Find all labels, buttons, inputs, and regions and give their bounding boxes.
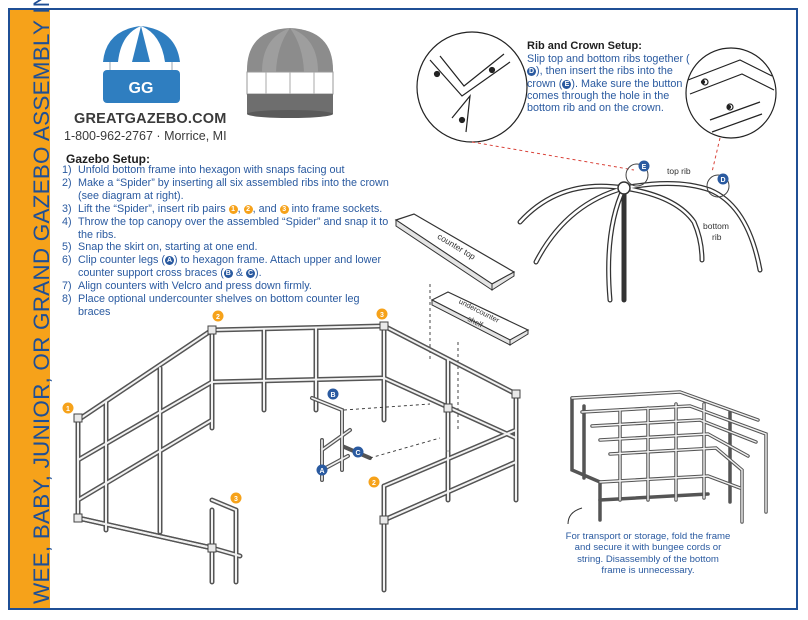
logo-text: GG	[129, 80, 154, 97]
contact-line: 1-800-962-2767 · Morrice, MI	[64, 129, 227, 143]
setup-step: 8) Place optional undercounter shelves on…	[62, 293, 392, 319]
text-run: into frame sockets.	[288, 202, 383, 215]
step-number: 4)	[62, 215, 72, 228]
gazebo-photo-icon	[246, 28, 334, 118]
callout-badge: A	[165, 256, 175, 266]
transport-note: For transport or storage, fold the frame…	[565, 531, 731, 576]
callout-a: A	[319, 468, 324, 475]
callout-badge: 3	[279, 204, 289, 214]
text-run: , and	[252, 202, 280, 215]
setup-step: 2) Make a “Spider” by inserting all six a…	[62, 177, 392, 203]
text-run: Lift the “Spider”, insert rib pairs	[78, 202, 229, 215]
bottom-rib-label: bottom	[703, 221, 729, 231]
text-run: Slip top and bottom ribs together (	[527, 53, 690, 65]
text-run: Snap the skirt on, starting at one end.	[78, 241, 258, 254]
callout-3: 3	[380, 312, 384, 319]
callout-3b: 3	[234, 496, 238, 503]
step-number: 1)	[62, 164, 72, 176]
callout-badge: B	[223, 269, 233, 279]
text-run: Unfold bottom frame into hexagon with sn…	[78, 164, 345, 176]
rib-joint-closeup	[416, 31, 528, 143]
callouts	[62, 308, 388, 504]
step-number: 8)	[62, 293, 72, 306]
callout-badge: E	[562, 79, 572, 89]
callout-badge: 2	[243, 204, 253, 214]
brand-name: GREATGAZEBO.COM	[74, 111, 227, 127]
setup-step: 3) Lift the “Spider”, insert rib pairs 1,…	[62, 203, 392, 216]
setup-step: 7) Align counters with Velcro and press d…	[62, 280, 392, 293]
text-run: ), then insert the ribs into the crown (	[527, 65, 673, 90]
setup-step: 4) Throw the top canopy over the assemble…	[62, 216, 392, 242]
setup-step: 5) Snap the skirt on, starting at one end…	[62, 241, 392, 254]
sidebar-band	[10, 10, 50, 608]
text-run: Make a “Spider” by inserting all six ass…	[78, 176, 389, 202]
callout-c: C	[355, 450, 360, 457]
top-rib-label: top rib	[667, 166, 691, 176]
text-run: Clip counter legs (	[78, 254, 166, 267]
text-run: ) to hexagon frame. Attach upper and low…	[78, 254, 382, 280]
text-run: &	[232, 267, 247, 280]
undercounter-shelf-part	[430, 291, 530, 346]
text-run: Throw the top canopy over the assembled …	[78, 215, 389, 241]
rib-crown-title: Rib and Crown Setup:	[527, 40, 642, 52]
crown-closeup	[685, 47, 777, 139]
counter-top-part	[394, 213, 516, 291]
setup-step: 1) Unfold bottom frame into hexagon with …	[62, 164, 392, 177]
text-run: Align counters with Velcro and press dow…	[78, 280, 312, 293]
rib-crown-text: Slip top and bottom ribs together ( D), t…	[527, 53, 697, 114]
callout-2: 2	[216, 314, 220, 321]
callout-badge: D	[527, 67, 536, 77]
step-number: 6)	[62, 254, 72, 267]
setup-step: 6) Clip counter legs (A) to hexagon frame…	[62, 254, 392, 280]
callout-line	[711, 137, 721, 173]
spider-diagram	[517, 181, 763, 303]
text-run: ).	[255, 267, 262, 280]
step-number: 7)	[62, 280, 72, 293]
text-run: Place optional undercounter shelves on b…	[78, 293, 360, 318]
text-run: ). Make sure the button comes through th…	[527, 77, 683, 115]
callout-b: B	[330, 392, 335, 399]
gazebo-setup-title: Gazebo Setup:	[66, 152, 151, 166]
setup-steps: 1) Unfold bottom frame into hexagon with …	[62, 164, 392, 319]
callout-line	[471, 141, 635, 171]
callout-2b: 2	[372, 480, 376, 487]
step-number: 5)	[62, 241, 72, 254]
callout-badge: C	[246, 269, 256, 279]
logo-gazebo-icon	[103, 26, 180, 103]
hexagon-frame	[73, 321, 521, 593]
callout-badge: 1	[228, 204, 238, 214]
pointer-arrow	[567, 507, 583, 525]
marker-e: E	[642, 164, 647, 171]
step-number: 3)	[62, 202, 72, 215]
bottom-rib-label-2: rib	[712, 232, 722, 242]
callout-1: 1	[66, 406, 70, 413]
text-run: ,	[237, 202, 244, 215]
page-border	[8, 8, 798, 610]
marker-d: D	[720, 177, 725, 184]
step-number: 2)	[62, 176, 72, 189]
